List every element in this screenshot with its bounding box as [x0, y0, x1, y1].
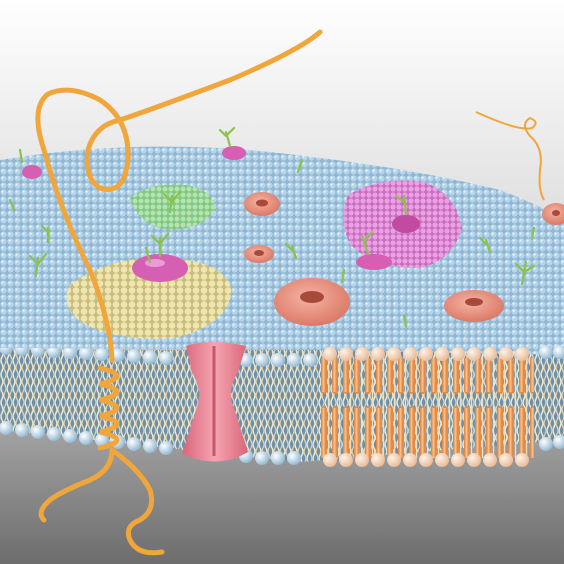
donut-protein-large: [274, 278, 350, 326]
helical-transmembrane-protein: [35, 29, 323, 556]
curly-fiber: [475, 111, 545, 201]
channel-protein: [182, 342, 248, 462]
green-lipid-raft: [130, 184, 215, 230]
peripheral-protein-mid: [356, 254, 392, 270]
glycan-group: [8, 126, 536, 328]
peripheral-protein-left: [132, 254, 188, 282]
peripheral-protein-far-left: [22, 165, 42, 179]
right-edge-heads: [539, 345, 564, 451]
peripheral-protein-raft: [392, 215, 420, 233]
donut-protein-small-1: [244, 192, 280, 216]
donut-protein-edge: [542, 203, 564, 225]
cholesterol-bilayer-block: [320, 347, 534, 467]
donut-protein-small-2: [244, 245, 274, 263]
peripheral-protein-top: [222, 146, 246, 160]
donut-protein-right: [444, 290, 504, 322]
